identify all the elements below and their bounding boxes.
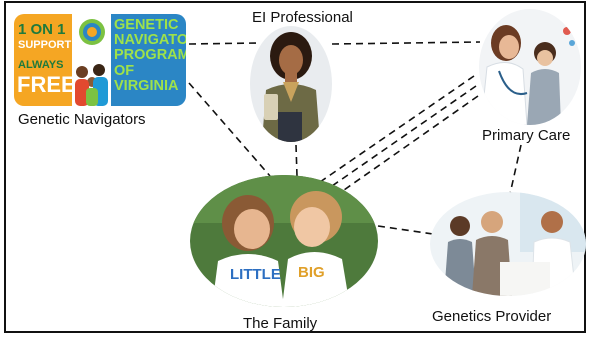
ei-professional-photo bbox=[250, 26, 332, 142]
link-primary-family-2 bbox=[331, 85, 477, 187]
label-primary-care: Primary Care bbox=[482, 127, 571, 144]
genetics-provider-photo bbox=[430, 192, 586, 296]
link-primary-genetics bbox=[509, 144, 522, 195]
link-navigators-ei bbox=[188, 42, 259, 45]
family-photo: LITTLE BIG bbox=[190, 175, 378, 307]
link-navigators-family bbox=[188, 82, 271, 177]
svg-text:BIG: BIG bbox=[298, 264, 325, 281]
link-family-genetics bbox=[377, 225, 434, 235]
link-primary-family-1 bbox=[319, 75, 475, 183]
logo-free: FREE bbox=[17, 72, 76, 97]
logo-program-title: GENETIC NAVIGATOR PROGRAM OF VIRGINIA bbox=[114, 17, 186, 94]
link-primary-family-3 bbox=[343, 95, 479, 191]
logo-orange-panel bbox=[14, 14, 72, 106]
label-the-family: The Family bbox=[243, 315, 318, 332]
primary-care-photo bbox=[479, 9, 581, 125]
logo-blue-panel bbox=[111, 14, 186, 106]
svg-text:LITTLE: LITTLE bbox=[230, 266, 281, 283]
link-ei-primary bbox=[331, 41, 481, 45]
label-ei-professional: EI Professional bbox=[252, 9, 353, 26]
family-group-icon bbox=[75, 64, 108, 106]
logo-support: SUPPORT bbox=[18, 39, 72, 51]
sunburst-icon bbox=[79, 19, 105, 45]
link-ei-family bbox=[295, 144, 298, 177]
logo-one-on-one: 1 ON 1 bbox=[18, 21, 66, 38]
label-genetic-navigators: Genetic Navigators bbox=[18, 111, 146, 128]
label-genetics-provider: Genetics Provider bbox=[432, 308, 552, 325]
genetic-navigator-logo: 1 ON 1 SUPPORT ALWAYS FREE GENETIC NAVIG… bbox=[14, 14, 186, 106]
logo-always: ALWAYS bbox=[18, 59, 64, 71]
